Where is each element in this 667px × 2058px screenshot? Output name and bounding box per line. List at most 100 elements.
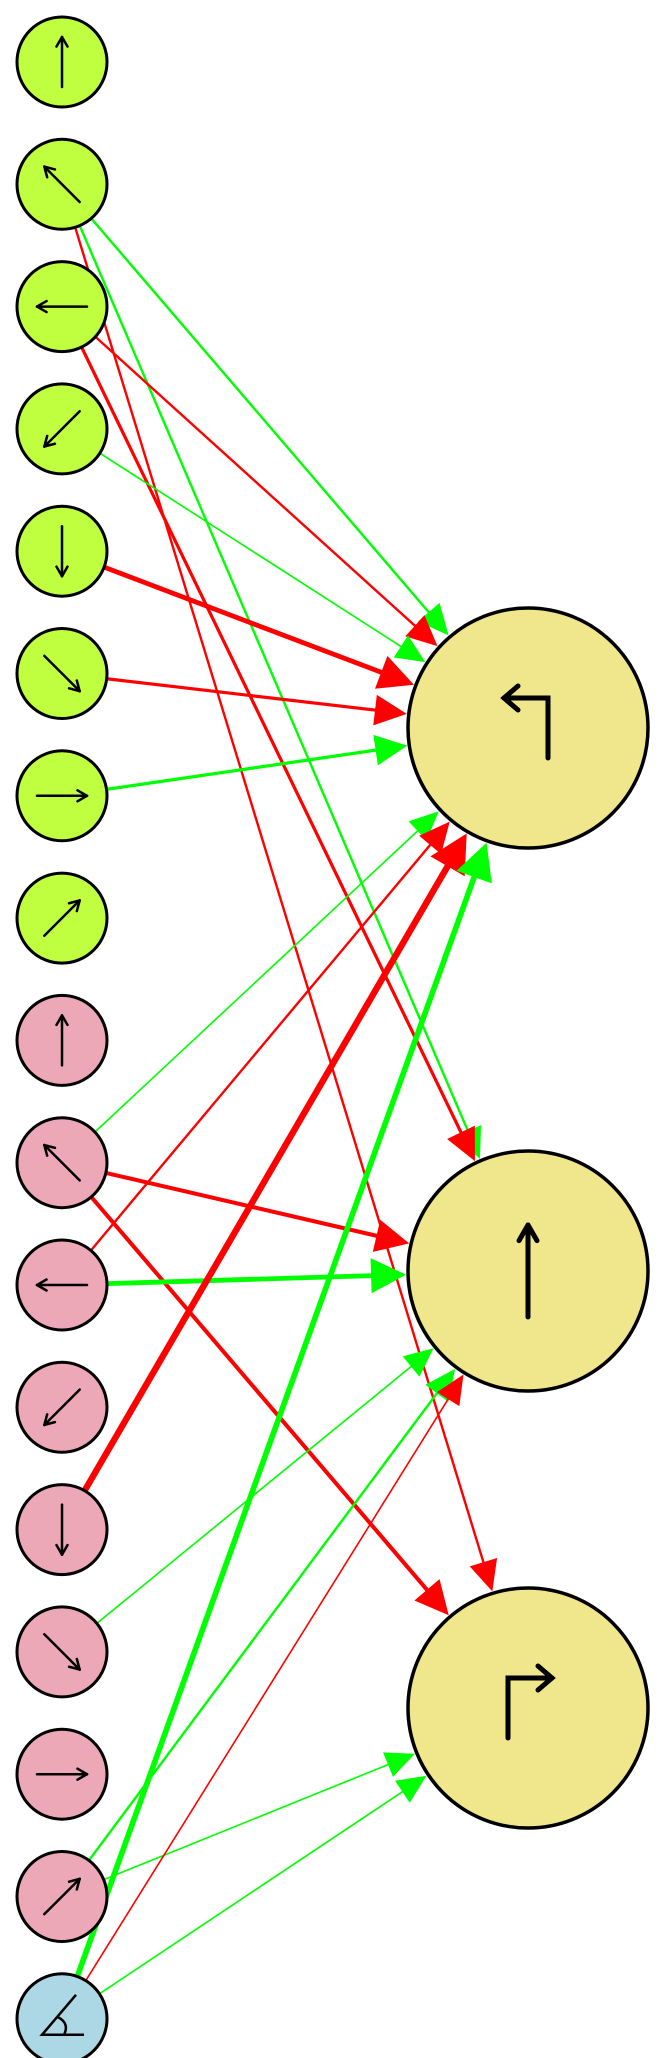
edge-p-left-to-out-turn-left — [89, 821, 450, 1252]
edge-line — [102, 1763, 391, 1881]
edge-g-up-left-to-out-turn-right — [73, 226, 498, 1592]
arrow-left-icon — [35, 1278, 89, 1292]
input-node-p-up — [15, 993, 109, 1087]
arrow-up-left-icon — [43, 1143, 81, 1182]
edge-g-down-right-to-out-turn-left — [105, 677, 407, 726]
arrow-up-icon — [516, 1222, 540, 1320]
edge-line — [89, 1194, 431, 1594]
node-circle — [406, 1586, 650, 1830]
node-circle — [15, 1972, 109, 2058]
edge-line — [99, 452, 404, 649]
arrow-up-right-icon — [43, 899, 81, 938]
arrow-down-icon — [55, 524, 69, 578]
edge-p-up-right-to-out-turn-right — [102, 1752, 415, 1881]
edge-p-down-right-to-out-forward — [96, 1348, 434, 1625]
edge-p-up-left-to-out-turn-left — [94, 811, 439, 1133]
edge-arrowhead — [436, 1374, 464, 1407]
input-node-g-up-left — [15, 137, 109, 231]
edge-b-angle-to-out-turn-right — [98, 1775, 427, 1995]
arrow-up-icon — [55, 1014, 69, 1067]
edge-line — [104, 1273, 376, 1287]
input-node-p-down-left — [15, 1360, 109, 1454]
edge-line — [81, 861, 452, 1494]
node-circle — [406, 606, 650, 850]
output-node-out-turn-right — [406, 1586, 650, 1830]
edge-line — [90, 217, 432, 615]
edge-arrowhead — [373, 734, 408, 766]
edge-p-up-left-to-out-turn-right — [89, 1194, 449, 1616]
input-node-p-down-right — [15, 1605, 109, 1699]
edge-arrowhead — [405, 615, 438, 647]
input-node-p-up-left — [15, 1116, 109, 1210]
edge-line — [79, 345, 464, 1136]
edge-g-left-to-out-turn-left — [94, 335, 438, 647]
edge-arrowhead — [417, 602, 449, 636]
edge-b-angle-to-out-turn-left — [74, 842, 492, 1980]
turn-right-icon — [505, 1663, 556, 1741]
arrow-down-left-icon — [43, 409, 81, 448]
input-node-p-up-right — [15, 1850, 109, 1943]
input-node-g-down — [15, 504, 109, 598]
edge-line — [74, 872, 478, 1980]
edge-p-up-left-to-out-forward — [103, 1170, 410, 1252]
edge-line — [89, 842, 433, 1252]
edge-arrowhead — [402, 1348, 434, 1377]
arrow-right-icon — [35, 789, 89, 803]
edge-arrowhead — [374, 655, 414, 689]
edge-b-angle-to-out-forward — [84, 1374, 464, 1982]
edge-line — [96, 1364, 414, 1625]
arrow-up-icon — [55, 35, 69, 89]
edge-line — [104, 748, 380, 791]
input-node-p-left — [15, 1238, 109, 1332]
arrow-up-right-icon — [43, 1877, 81, 1916]
edge-arrowhead — [419, 821, 450, 855]
edge-arrowhead — [430, 833, 467, 877]
arrow-down-right-icon — [43, 654, 81, 693]
arrow-down-right-icon — [43, 1632, 81, 1671]
edge-g-down-left-to-out-turn-left — [99, 452, 426, 663]
edge-arrowhead — [393, 635, 426, 663]
edges-layer — [73, 217, 498, 1995]
edge-arrowhead — [372, 1219, 410, 1252]
input-node-p-down — [15, 1483, 109, 1577]
output-node-out-forward — [406, 1149, 650, 1393]
edge-arrowhead — [469, 1557, 498, 1592]
edge-line — [105, 677, 379, 712]
edge-line — [84, 1396, 450, 1982]
input-node-g-up — [15, 15, 109, 109]
arrow-down-icon — [55, 1503, 69, 1556]
edge-arrowhead — [447, 1125, 475, 1162]
input-node-g-left — [15, 260, 109, 354]
arrow-right-icon — [35, 1767, 89, 1781]
edge-g-down-to-out-turn-left — [101, 564, 414, 689]
edge-g-up-left-to-out-turn-left — [90, 217, 449, 636]
edge-line — [73, 226, 486, 1566]
edge-arrowhead — [414, 1579, 449, 1616]
input-node-g-down-left — [15, 382, 109, 476]
input-node-p-right — [15, 1727, 109, 1821]
arrow-up-left-icon — [43, 165, 81, 204]
nodes-layer — [15, 15, 650, 2058]
edge-line — [103, 1170, 381, 1239]
edge-line — [94, 335, 418, 629]
edge-g-right-to-out-turn-left — [104, 734, 408, 791]
edge-arrowhead — [383, 1752, 415, 1777]
input-node-g-up-right — [15, 871, 109, 965]
edge-line — [78, 224, 470, 1134]
input-node-b-angle — [15, 1972, 109, 2058]
input-node-g-down-right — [15, 627, 109, 720]
edge-arrowhead — [408, 811, 439, 841]
edge-arrowhead — [373, 694, 407, 726]
edge-p-left-to-out-forward — [104, 1258, 407, 1294]
edge-line — [94, 828, 420, 1133]
edge-arrowhead — [370, 1258, 407, 1294]
turn-left-icon — [500, 683, 551, 761]
angle-icon — [39, 1993, 84, 2037]
edge-line — [98, 1789, 405, 1995]
edge-line — [101, 564, 386, 676]
output-node-out-turn-left — [406, 606, 650, 850]
edge-g-left-to-out-forward — [79, 345, 475, 1162]
edge-arrowhead — [456, 842, 492, 884]
arrow-down-left-icon — [43, 1388, 81, 1427]
